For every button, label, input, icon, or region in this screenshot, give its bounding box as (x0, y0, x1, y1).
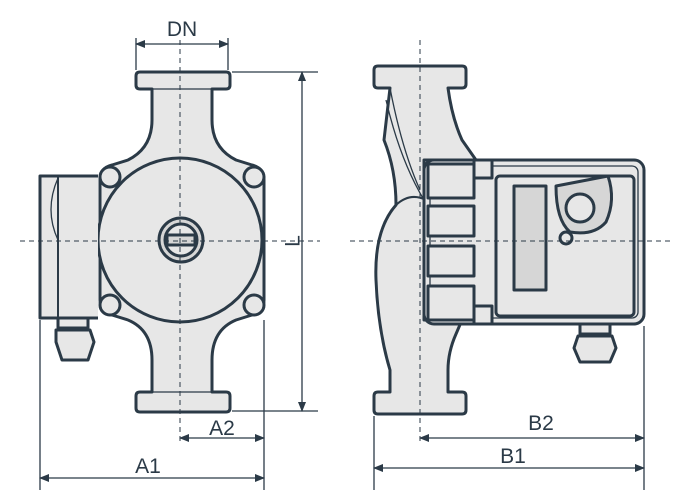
housing-fin-4 (426, 284, 476, 322)
indicator-led (558, 230, 574, 246)
motor-housing-inner (429, 165, 639, 319)
side-pump-body (372, 64, 478, 416)
bolt-top-right (242, 165, 266, 189)
label-b2: B2 (528, 412, 554, 435)
housing-fin-3 (426, 244, 476, 278)
side-inner-curve-top (389, 87, 421, 191)
side-cable-gland (572, 334, 618, 364)
label-b1: B1 (500, 445, 526, 468)
side-cable-gland-nut (578, 322, 612, 336)
dimension-lines (39, 38, 645, 490)
terminal-box (38, 174, 98, 320)
housing-notch-bottom (472, 304, 494, 326)
housing-notch-top (472, 158, 494, 180)
speed-selector-knob (564, 192, 596, 224)
side-view (372, 64, 646, 416)
housing-fin-2 (426, 204, 476, 238)
cable-gland-nut (56, 316, 90, 330)
cable-gland (54, 328, 96, 362)
center-plug-slot (165, 233, 197, 247)
bolt-bottom-left (98, 293, 122, 317)
center-lines (20, 40, 670, 445)
label-a2: A2 (209, 417, 235, 440)
front-view (38, 70, 266, 414)
housing-fin-1 (426, 162, 476, 200)
label-dn: DN (167, 18, 197, 41)
label-a1: A1 (135, 455, 161, 478)
dimension-labels: DN L A2 A1 B2 B1 (135, 18, 554, 478)
terminal-box-curve (50, 177, 59, 241)
side-inner-curve-top-2 (385, 99, 425, 201)
label-l: L (282, 235, 305, 247)
bolt-top-left (98, 165, 122, 189)
bolt-bottom-right (242, 293, 266, 317)
display-window (512, 184, 548, 292)
